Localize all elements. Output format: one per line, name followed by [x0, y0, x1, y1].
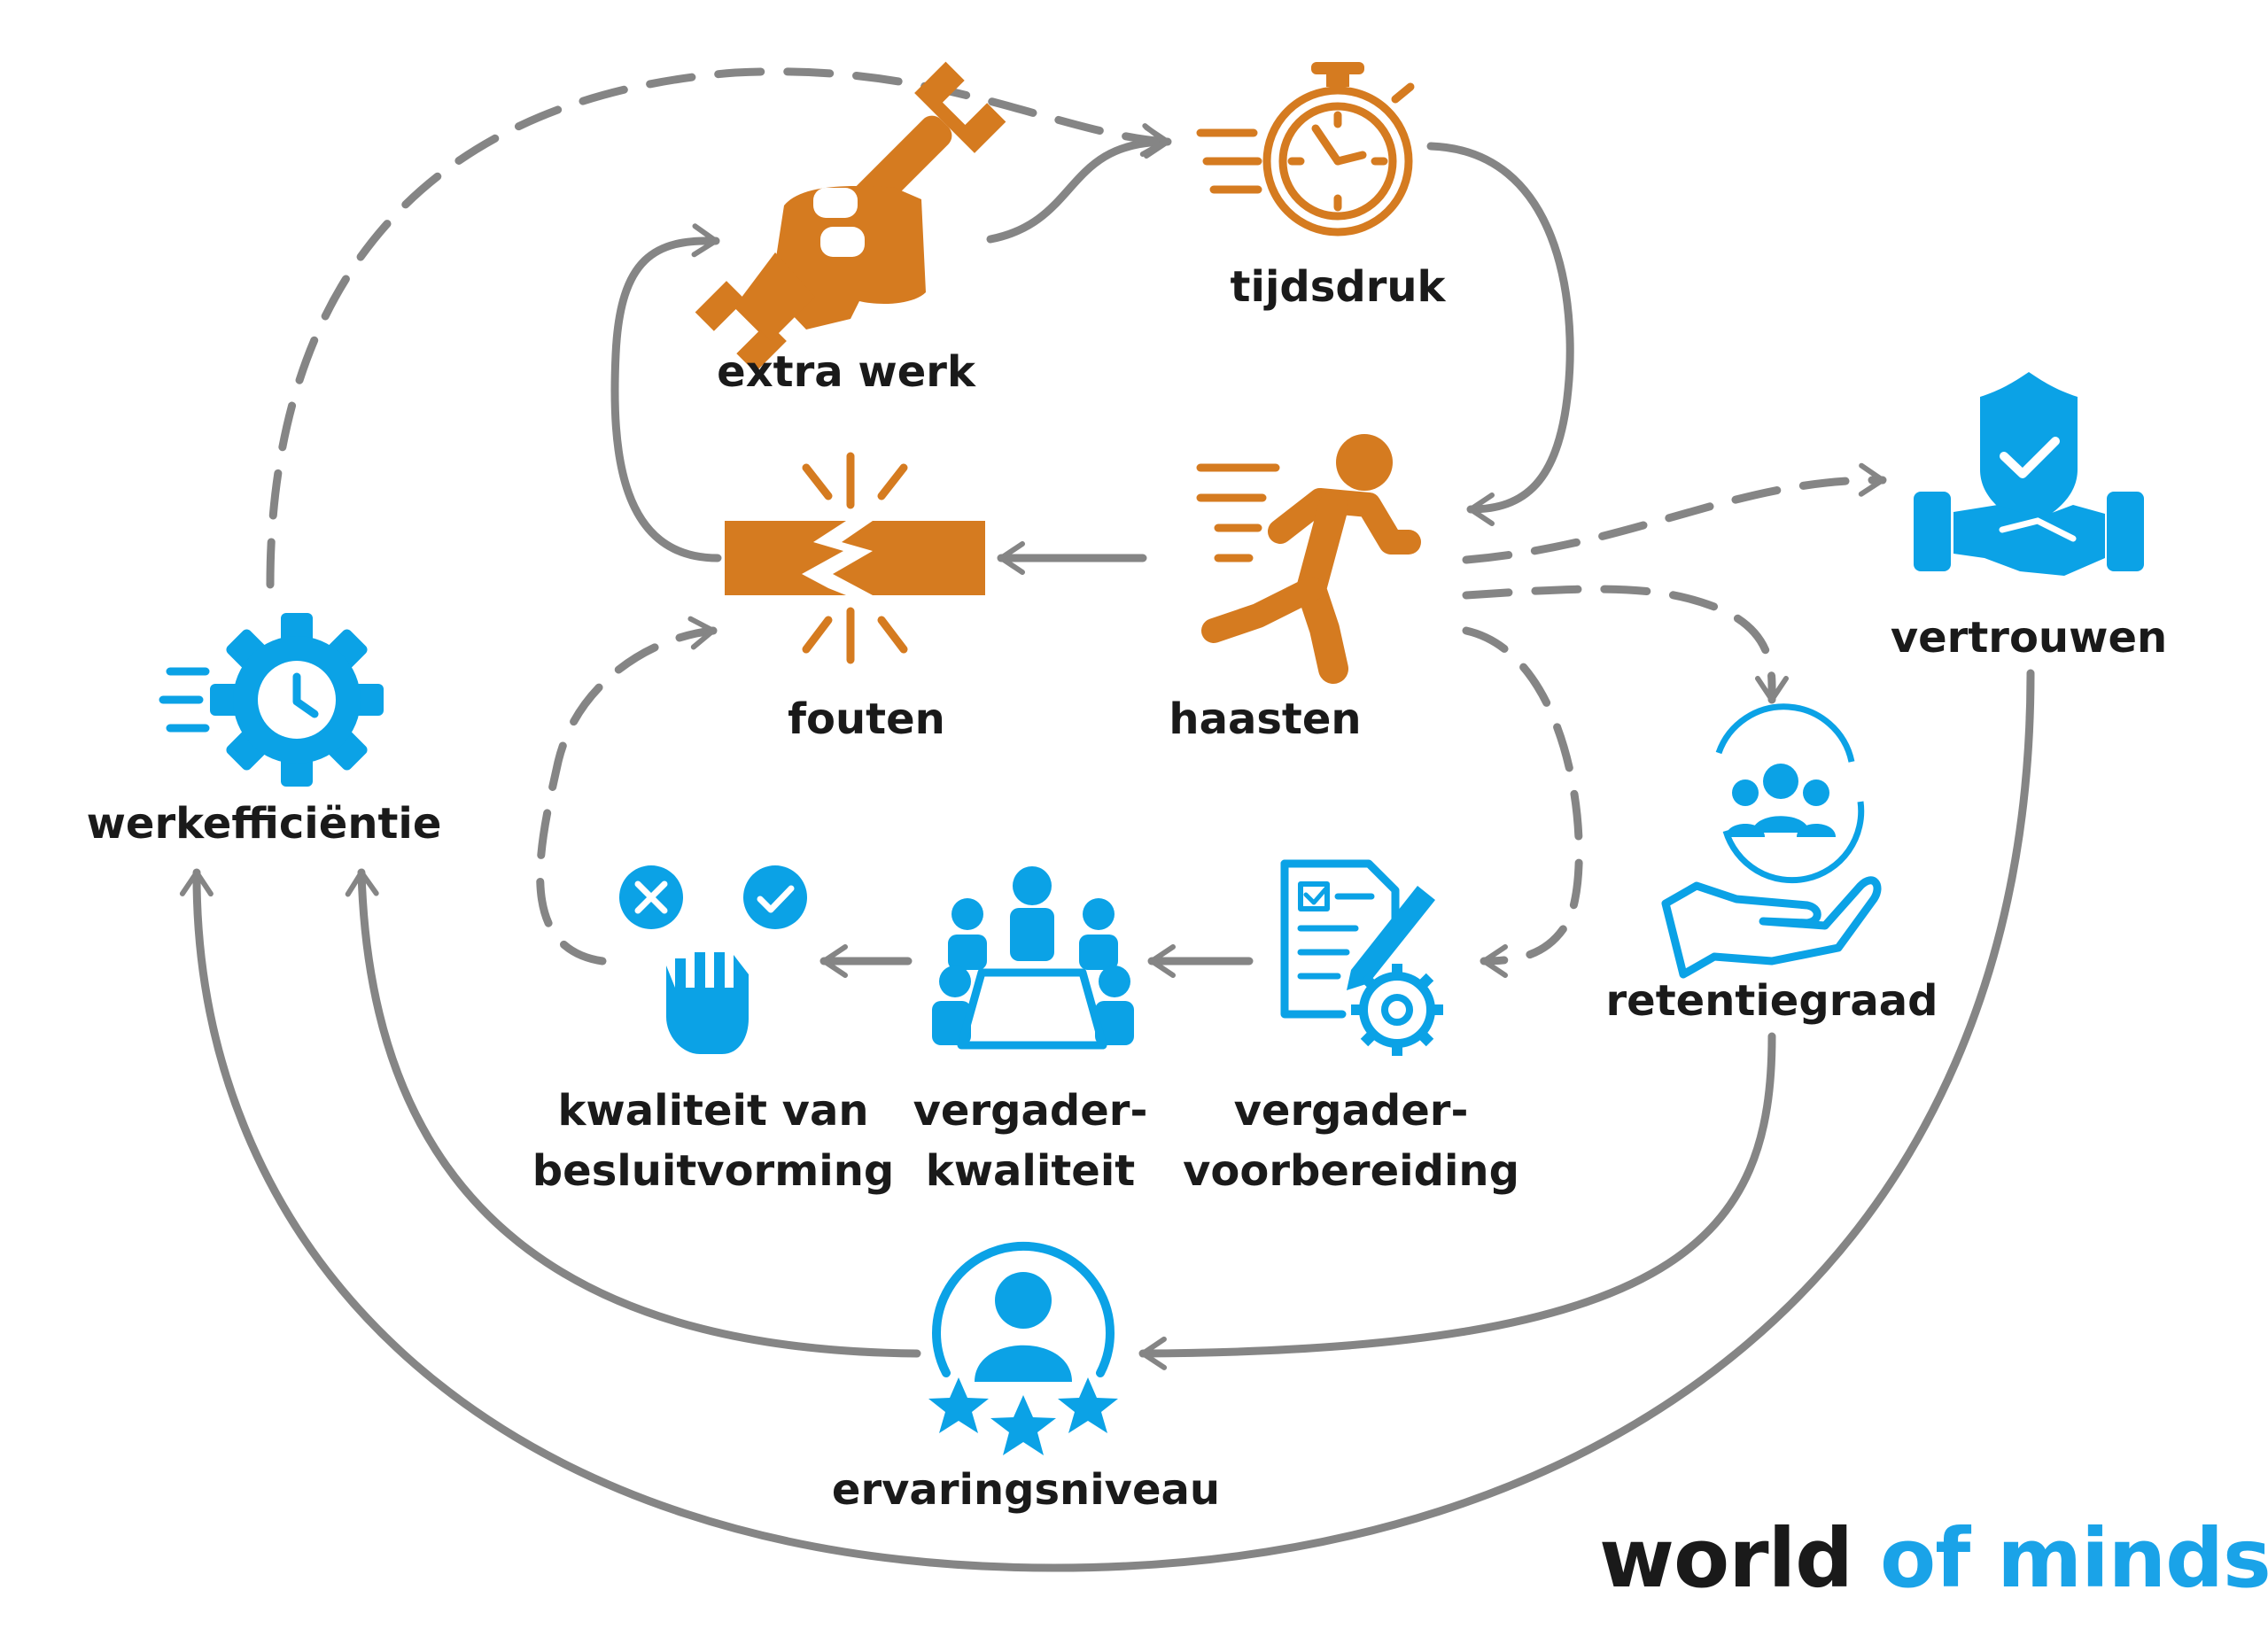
label-line: kwaliteit [925, 1146, 1136, 1196]
hand-choice-icon [619, 865, 807, 1054]
arrow-haasten-to-voorbereiding [1462, 626, 1583, 978]
label-fouten: fouten [788, 694, 945, 744]
arrow-vertrouwen-to-werkefficientie [179, 669, 2035, 1572]
label-line: vergader- [1233, 1086, 1469, 1136]
arrow-kwaliteit-to-fouten [536, 616, 718, 966]
arrow-werkefficientie-to-tijdsdruk [266, 67, 1169, 589]
label-haasten: haasten [1169, 694, 1362, 744]
stopwatch-icon [1196, 62, 1415, 237]
label-line: voorbereiding [1183, 1146, 1519, 1196]
label-line: kwaliteit van [557, 1086, 869, 1136]
hand-team-cycle-icon [1661, 703, 1882, 979]
label-retentiegraad: retentiegraad [1605, 976, 1938, 1026]
arrow-retentiegraad-to-ervaringsniveau [1138, 1032, 1776, 1370]
arrow-haasten-to-retentiegraad [1462, 585, 1790, 704]
broken-beam-icon [725, 452, 985, 664]
label-vertrouwen: vertrouwen [1890, 613, 2168, 663]
label-werkefficientie: werkefficiëntie [86, 799, 442, 849]
shield-handshake-icon [1914, 372, 2144, 576]
label-line: besluitvorming [532, 1146, 895, 1196]
running-person-icon [1196, 434, 1421, 684]
logo-part-of-minds: of minds [1880, 1511, 2268, 1606]
logo-part-world: world [1599, 1511, 1880, 1606]
user-stars-icon [928, 1241, 1118, 1455]
arrow-fouten-to-extrawerk [610, 223, 722, 562]
arrow-haasten-to-vertrouwen [1462, 462, 1887, 564]
label-vergader-voorbereiding: vergader- voorbereiding [1183, 1081, 1519, 1201]
wrench-fist-icon [695, 61, 1006, 373]
label-line: vergader- [913, 1086, 1148, 1136]
label-kwaliteit-besluitvorming: kwaliteit van besluitvorming [532, 1081, 894, 1201]
document-gear-icon [1280, 859, 1443, 1056]
label-ervaringsniveau: ervaringsniveau [831, 1465, 1221, 1515]
gear-clock-icon [159, 613, 384, 787]
label-tijdsdruk: tijdsdruk [1230, 262, 1446, 312]
label-extra-werk: extra werk [717, 347, 975, 397]
arrow-tijdsdruk-to-haasten [1426, 142, 1574, 526]
brand-logo: world of minds® [1599, 1515, 2268, 1603]
label-vergader-kwaliteit: vergader- kwaliteit [913, 1081, 1148, 1201]
meeting-table-icon [932, 866, 1134, 1050]
arrow-ervaringsniveau-to-werkefficientie [345, 868, 921, 1358]
arrow-extrawerk-to-tijdsdruk [986, 125, 1172, 244]
